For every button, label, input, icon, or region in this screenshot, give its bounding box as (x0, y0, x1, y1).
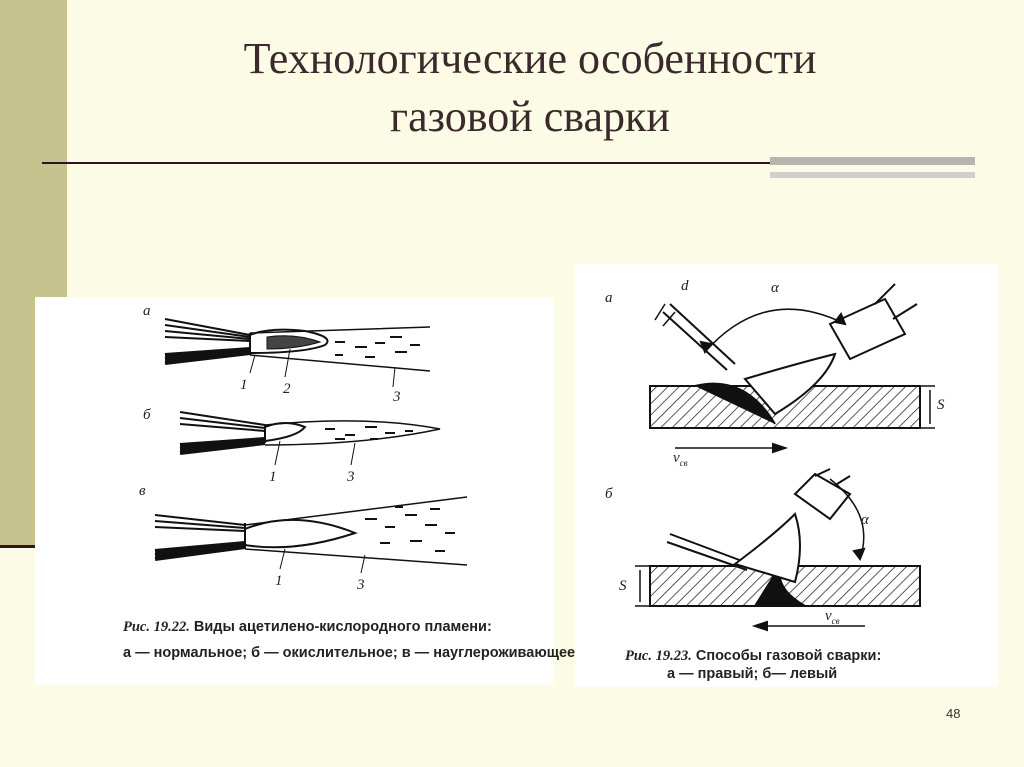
flame-normal (164, 318, 431, 372)
figure2-caption-number: Рис. 19.23. (625, 648, 692, 664)
label-a: а (143, 303, 151, 319)
label-a-1: 1 (240, 377, 248, 393)
title-underline (42, 162, 972, 164)
figure1-caption-line1: Рис. 19.22. Виды ацетилено-кислородного … (123, 619, 492, 636)
title-accent-bar (770, 157, 975, 165)
label-b-1: 1 (269, 469, 277, 485)
label-speed-b: vсв (825, 608, 840, 626)
page-number: 48 (946, 706, 961, 721)
label-diameter-d: d (681, 278, 689, 294)
figure-welding-methods: а d α S vсв б α S vсв Рис. 19.23. Способ… (575, 264, 998, 687)
title-line-1: Технологические особенности (243, 34, 817, 83)
label-a-2: 2 (283, 381, 291, 397)
label-method-a: а (605, 290, 613, 306)
label-speed-a-sub: св (679, 458, 688, 468)
method-right (649, 283, 935, 454)
figure1-caption-number: Рис. 19.22. (123, 619, 190, 635)
label-v: в (139, 483, 146, 499)
title-line-2: газовой сварки (390, 92, 670, 141)
label-method-b: б (605, 486, 613, 502)
figure2-caption-line2: а — правый; б— левый (667, 666, 838, 682)
label-alpha-b: α (861, 512, 869, 528)
label-b-3: 3 (347, 469, 355, 485)
label-b: б (143, 407, 151, 423)
label-alpha-a: α (771, 280, 779, 296)
label-thickness-s-a: S (937, 397, 945, 413)
label-speed-b-v: v (825, 608, 832, 624)
flame-types-drawing (154, 318, 468, 574)
welding-methods-drawing (635, 283, 935, 632)
label-speed-a-v: v (673, 450, 680, 466)
label-speed-a: vсв (673, 450, 688, 468)
slide-title: Технологические особенности газовой свар… (80, 30, 980, 146)
side-decor-line (0, 545, 37, 548)
label-v-3: 3 (357, 577, 365, 593)
label-speed-b-sub: св (831, 616, 840, 626)
label-a-3: 3 (393, 389, 401, 405)
title-accent-bar-light (770, 172, 975, 178)
figure-flame-types: а 1 2 3 б 1 3 в 1 3 Рис. 19.22. Виды аце… (35, 297, 575, 685)
figure1-caption-text: Виды ацетилено-кислородного пламени: (193, 619, 492, 635)
flame-carburizing (154, 496, 468, 566)
label-v-1: 1 (275, 573, 283, 589)
figure1-caption-line2: а — нормальное; б — окислительное; в — н… (123, 645, 576, 661)
flame-oxidizing (179, 411, 441, 455)
method-left (635, 468, 921, 632)
figure2-caption-text: Способы газовой сварки: (695, 648, 882, 664)
figure2-caption-line1: Рис. 19.23. Способы газовой сварки: (625, 648, 881, 665)
label-thickness-s-b: S (619, 578, 627, 594)
